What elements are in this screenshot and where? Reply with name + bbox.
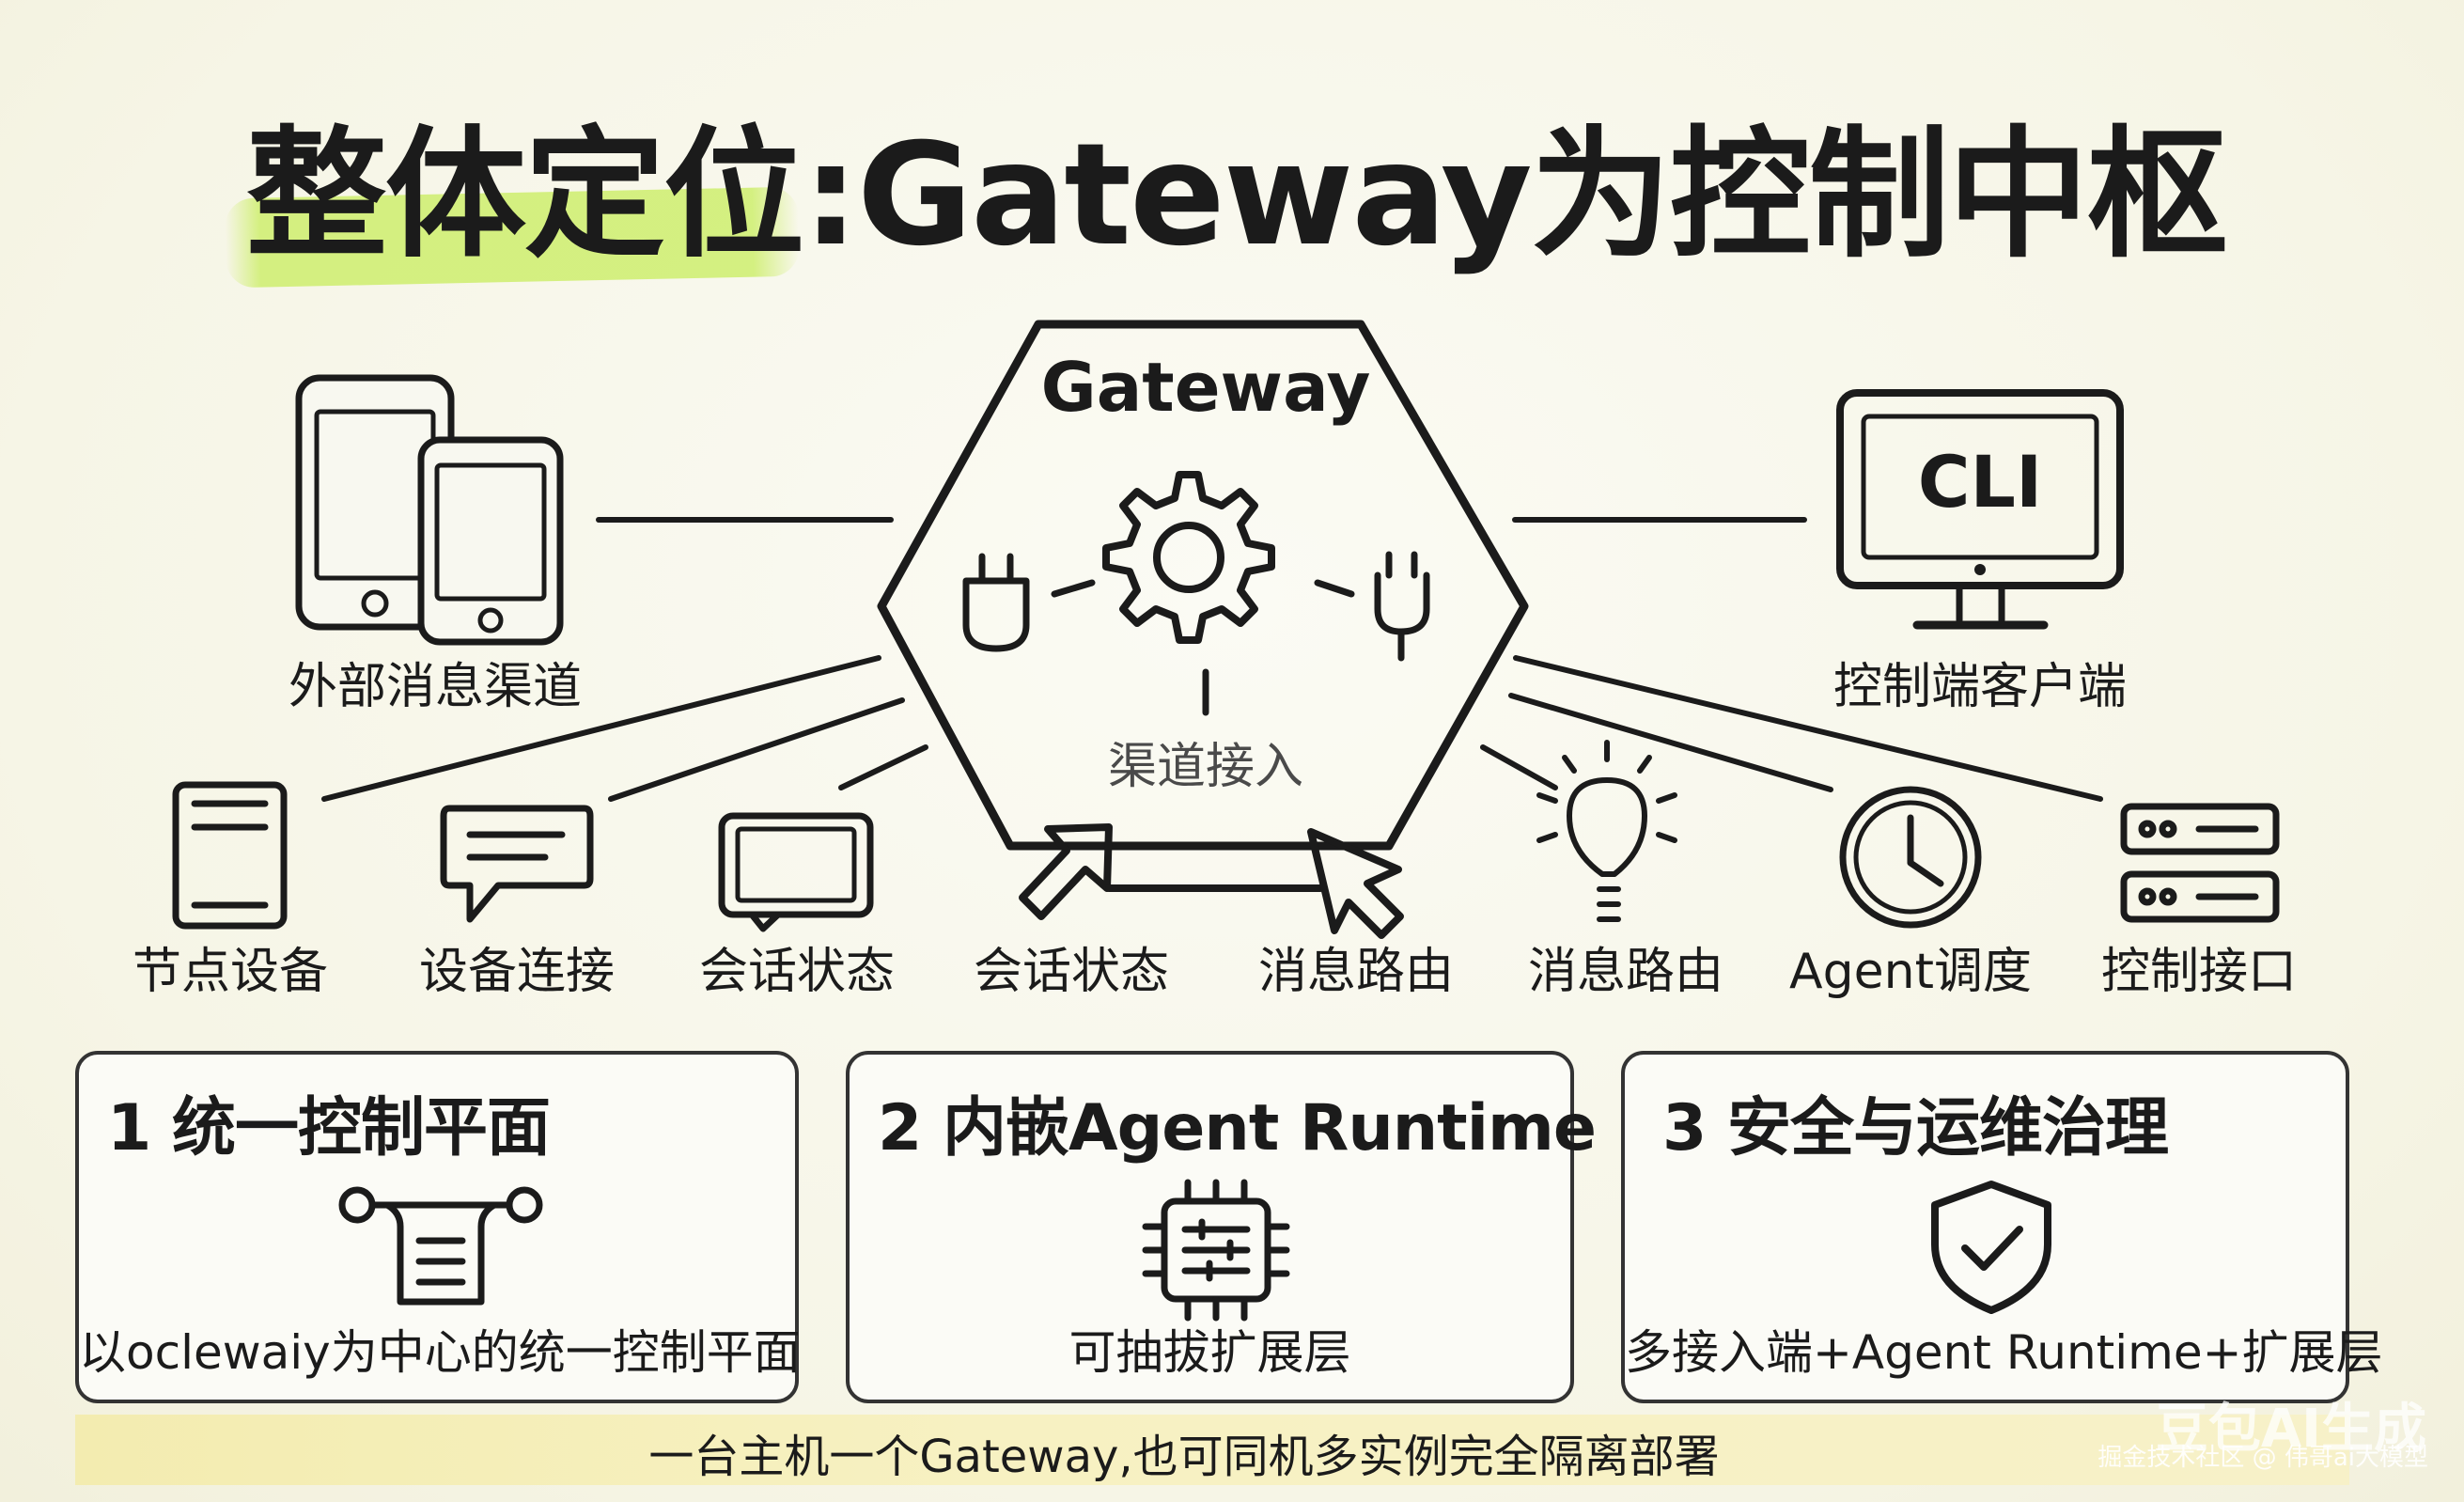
link-left [1051,579,1096,598]
bottom-label-session-state-2: 会话状态 [973,944,1170,1000]
watermark-credit: 掘金技术社区 @ 伟哥ai大模型 [2098,1444,2428,1472]
line-agent [1508,693,1833,792]
line-control-api [1513,655,2103,802]
tablet-icon [172,781,288,930]
line-device-conn [608,697,905,802]
arrow-icon [1019,823,1113,920]
bottom-label-device-connection: 设备连接 [418,944,616,1000]
card-desc: 可抽拔扩展层 [1068,1325,1351,1380]
gateway-hexagon [877,320,1529,851]
card-control-plane: 1 统一控制平面 以oclewaiy为中心的统一控制平面 [75,1051,801,1403]
chip-icon [1142,1179,1290,1322]
phones-icon [295,374,564,646]
connection-lines [321,517,2103,802]
shield-check-icon [1931,1181,2051,1314]
bottom-label-node-device: 节点设备 [132,944,329,1000]
card-desc: 以oclewaiy为中心的统一控制平面 [79,1325,801,1380]
gear-icon [1102,471,1275,644]
cli-screen-text: CLI [1917,440,2043,524]
footer-bar [75,1415,2349,1485]
plug-left-icon [962,553,1030,652]
gateway-title: Gateway [1040,348,1371,427]
page-title: 整体定位:Gateway为控制中枢 [246,114,2228,277]
bottom-label-agent-scheduling: Agent调度 [1789,944,2032,1000]
card-title: 2 内嵌Agent Runtime [878,1091,1597,1166]
footer-text: 一台主机一个Gateway,也可同机多实例完全隔离部署 [648,1431,1720,1483]
card-desc: 多接入端+Agent Runtime+扩展层 [1625,1325,2383,1380]
card-title: 3 安全与运维治理 [1662,1091,2169,1166]
cli-monitor-icon [1836,389,2124,630]
bottom-label-control-api: 控制接口 [2100,944,2298,1000]
control-plane-icon [338,1186,543,1306]
card-title: 1 统一控制平面 [107,1091,551,1166]
watermark-brand: 豆包AI生成 [2155,1399,2426,1460]
card-security-ops: 3 安全与运维治理 多接入端+Agent Runtime+扩展层 [1621,1051,2383,1403]
line-routing [1480,744,1558,790]
lightbulb-icon [1536,740,1677,922]
channel-access-label: 渠道接入 [1107,739,1304,795]
external-channels-label: 外部消息渠道 [288,659,583,715]
link-right [1314,579,1355,598]
bottom-label-message-routing-2: 消息路由 [1527,944,1724,1000]
message-screen-icon [718,812,874,932]
chat-bubble-icon [440,805,594,923]
bottom-label-session-state-1: 会话状态 [698,944,896,1000]
bottom-label-message-routing-1: 消息路由 [1257,944,1455,1000]
plug-right-icon [1374,551,1430,662]
clock-icon [1839,786,1982,929]
line-node-device [321,655,881,802]
cursor-icon [1307,828,1404,939]
card-agent-runtime: 2 内嵌Agent Runtime 可抽拔扩展层 [846,1051,1597,1403]
control-client-label: 控制端客户端 [1832,659,2128,715]
line-session [838,744,928,790]
server-icon [2120,803,2280,923]
